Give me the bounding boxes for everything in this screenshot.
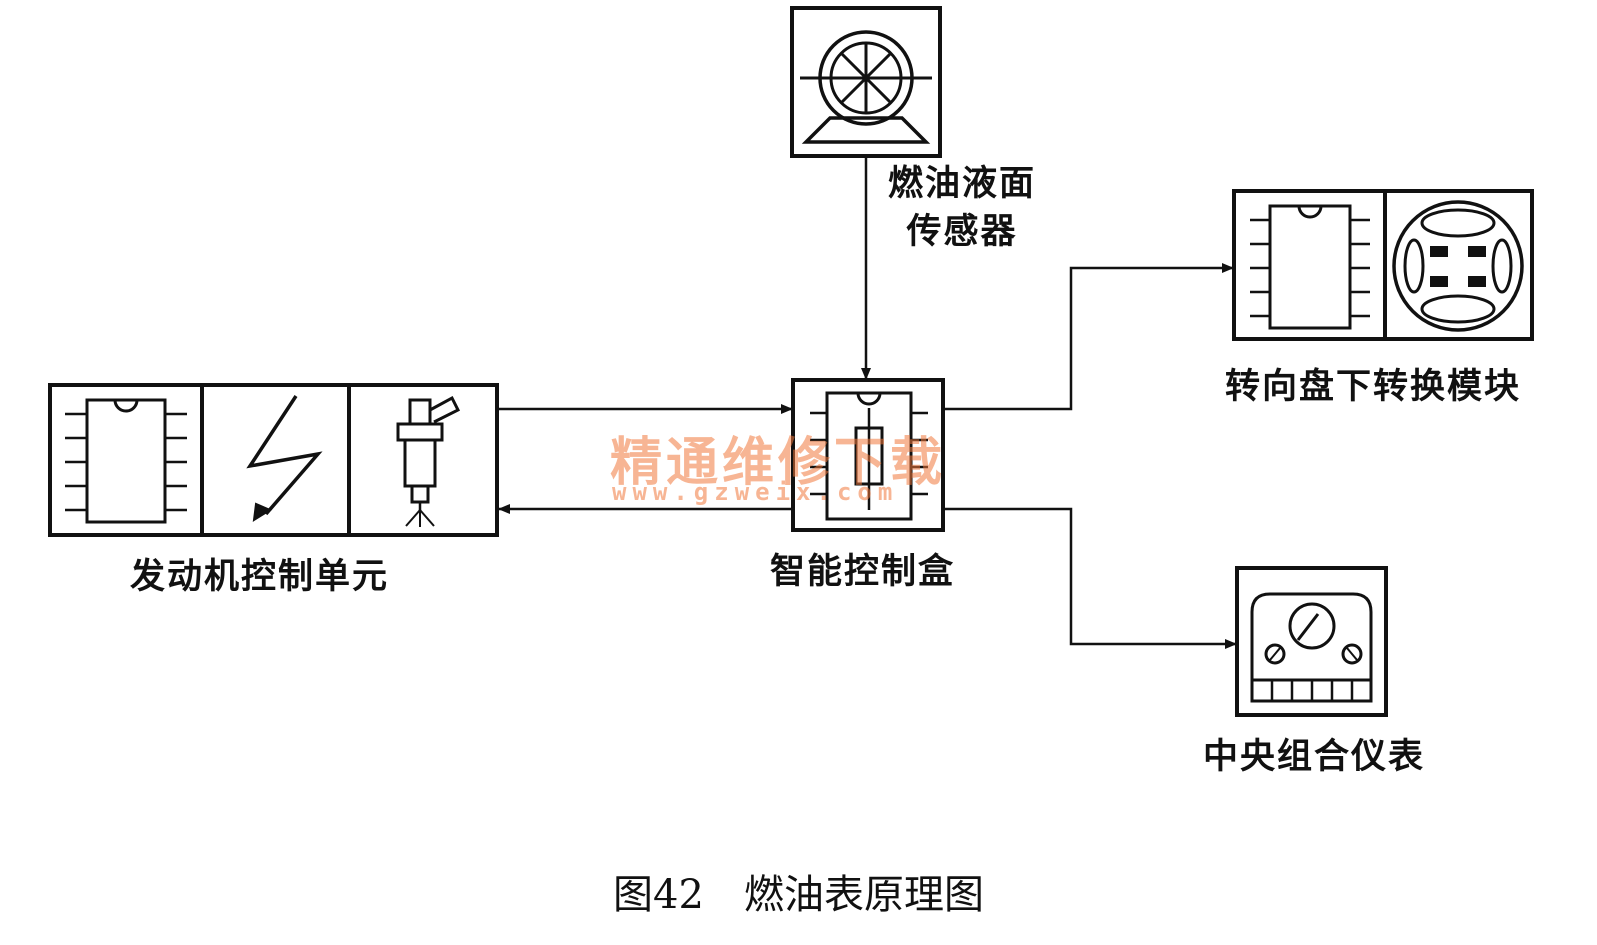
fuel-sensor-label-line1: 燃油液面 (888, 164, 1037, 204)
smart-box-label: 智能控制盒 (770, 552, 956, 592)
steering-conversion-module (1232, 189, 1534, 341)
module-chip-icon (1250, 204, 1370, 330)
steering-wheel-icon (1392, 200, 1524, 332)
smart-control-box (791, 378, 945, 532)
connections (497, 156, 1237, 649)
fuel-level-sensor (790, 6, 942, 158)
ecu-chip-icon (65, 398, 187, 524)
steering-module-label: 转向盘下转换模块 (1225, 367, 1522, 407)
box-to-module-arrow (943, 263, 1234, 411)
chip-icon (810, 391, 928, 521)
fuel-injector-icon (396, 395, 461, 527)
watermark-url: www.gzweix.com (612, 478, 899, 506)
fuel-sensor-label: 燃油液面 传感器 (888, 160, 1036, 256)
figure-title: 燃油表原理图 (743, 872, 984, 918)
sensor-wheel-icon (800, 30, 932, 144)
figure-number: 图42 (613, 872, 704, 918)
lightning-bolt-icon (246, 395, 323, 522)
instrument-cluster (1235, 566, 1388, 717)
engine-control-unit (48, 383, 499, 537)
gauge-icon (1250, 592, 1373, 703)
cluster-label: 中央组合仪表 (1203, 737, 1426, 777)
box-to-cluster-arrow (943, 507, 1237, 649)
figure-caption: 图42 燃油表原理图 (0, 862, 1597, 920)
watermark-text: 精通维修下载 (610, 433, 947, 493)
ecu-label: 发动机控制单元 (130, 557, 390, 597)
fuel-sensor-label-line2: 传感器 (906, 212, 1018, 252)
